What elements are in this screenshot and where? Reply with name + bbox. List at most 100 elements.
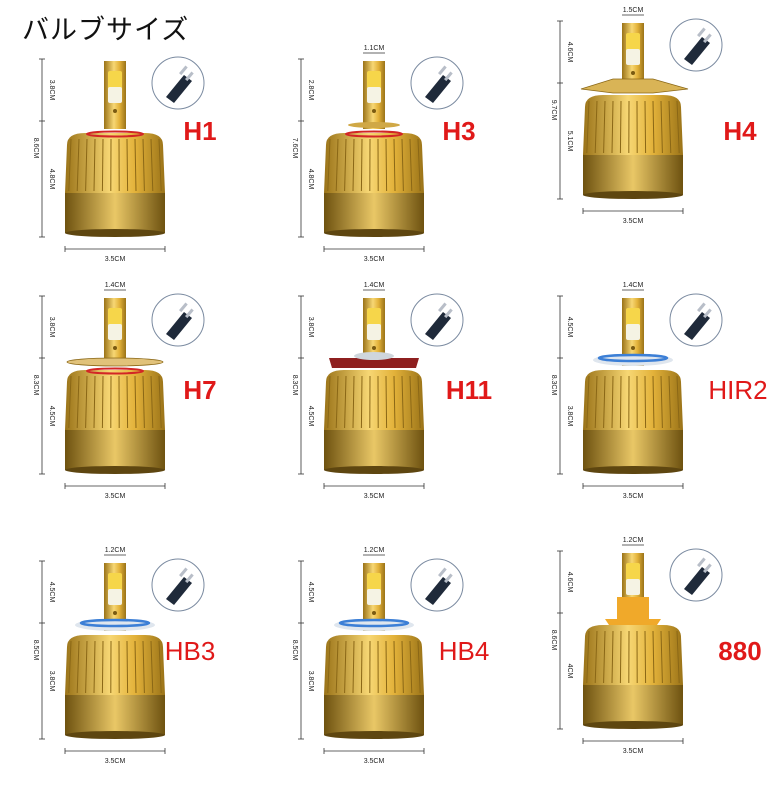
bulb-type-label: HB4	[439, 636, 490, 666]
heatsink-fins-body	[324, 370, 424, 430]
heatsink-fins-body	[324, 133, 424, 193]
dim-top-width: 1.4CM	[105, 282, 126, 289]
fan-cup	[583, 430, 683, 470]
dim-upper-height: 4.5CM	[307, 582, 314, 603]
heatsink-fin	[668, 375, 672, 429]
bulb-type-label: H4	[723, 116, 757, 146]
connector-pin	[444, 573, 453, 584]
heatsink-fin	[360, 640, 363, 694]
heatsink-fin	[158, 375, 162, 429]
heatsink-fins-body	[583, 370, 683, 430]
heatsink-fin	[142, 138, 145, 192]
flange-collar	[354, 352, 394, 360]
heatsink-fin	[142, 375, 145, 429]
led-chip-white	[626, 579, 640, 595]
heatsink-fin	[409, 138, 413, 192]
dim-lower-height: 4.8CM	[48, 169, 55, 190]
fan-cup-bottom	[324, 466, 424, 474]
heatsink-fin	[660, 630, 663, 684]
connector-body	[684, 567, 710, 595]
heatsink-fin	[134, 138, 137, 192]
dim-lower-height: 3.8CM	[307, 671, 314, 692]
dimension-lines	[39, 554, 166, 754]
connector-body	[166, 312, 192, 340]
heatsink-fin	[360, 375, 363, 429]
dimension-lines	[557, 289, 684, 489]
orange-flange	[605, 619, 661, 625]
orange-socket	[617, 597, 649, 619]
heatsink-fin	[85, 138, 88, 192]
heatsink	[324, 370, 424, 474]
connector-pin	[185, 71, 194, 82]
dim-upper-height: 2.8CM	[307, 80, 314, 101]
heatsink-fin	[101, 640, 104, 694]
heatsink-fin	[101, 138, 104, 192]
heatsink-fin	[603, 630, 606, 684]
dim-bottom-width: 3.5CM	[623, 493, 644, 500]
heatsink-fin	[660, 100, 663, 154]
heatsink-fin	[76, 138, 80, 192]
heatsink-fin	[76, 640, 80, 694]
heatsink-fin	[594, 375, 598, 429]
dim-top-width: 1.5CM	[623, 7, 644, 14]
dim-bottom-width: 3.5CM	[623, 218, 644, 225]
connector-body	[425, 312, 451, 340]
dim-bottom-width: 3.5CM	[364, 758, 385, 765]
led-stem	[622, 23, 644, 91]
maroon-flange	[329, 358, 419, 368]
dimension-lines	[39, 58, 166, 252]
h3-wire-connector-icon	[410, 56, 464, 110]
heatsink-fin	[150, 138, 154, 192]
dim-top-width: 1.4CM	[623, 282, 644, 289]
led-chip-white	[626, 49, 640, 65]
heatsink-fin	[611, 630, 614, 684]
page-title: バルブサイズ	[22, 15, 190, 46]
dim-upper-height: 4.6CM	[566, 572, 573, 593]
heatsink-fin	[611, 375, 614, 429]
stem-screw	[113, 109, 117, 113]
heatsink-fin	[150, 375, 154, 429]
dim-upper-height: 3.8CM	[307, 317, 314, 338]
connector-pin	[444, 308, 453, 319]
heatsink-fin	[344, 138, 347, 192]
dim-upper-height: 4.6CM	[566, 42, 573, 63]
connector-pin	[697, 302, 706, 313]
heatsink-fin	[158, 640, 162, 694]
dim-top-width: 1.2CM	[623, 537, 644, 544]
heatsink-fin	[668, 100, 672, 154]
dim-lower-height: 3.8CM	[566, 406, 573, 427]
heatsink	[324, 130, 424, 237]
heatsink-fin	[594, 100, 598, 154]
connector-pin	[697, 27, 706, 38]
heatsink-fin	[327, 138, 331, 192]
dim-total-height: 8.3CM	[550, 375, 557, 396]
connector-body	[166, 577, 192, 605]
h7-flange	[66, 357, 164, 367]
heatsink-fin	[401, 640, 404, 694]
heatsink-fin	[401, 375, 404, 429]
led-chip-white	[367, 87, 381, 103]
dim-bottom-width: 3.5CM	[364, 493, 385, 500]
heatsink-fin	[652, 100, 655, 154]
stem-screw	[372, 611, 376, 615]
heatsink-fin	[644, 375, 647, 429]
bulb-type-label: H3	[442, 116, 475, 146]
heatsink-fin	[344, 640, 347, 694]
heatsink-fin	[417, 375, 421, 429]
heatsink-fin	[660, 375, 663, 429]
h4-flange	[580, 78, 689, 94]
heatsink	[65, 130, 165, 237]
connector-body	[166, 75, 192, 103]
red-ring	[86, 130, 144, 138]
connector-body	[684, 37, 710, 65]
connector-pin	[444, 71, 453, 82]
connector-pin	[703, 308, 712, 319]
